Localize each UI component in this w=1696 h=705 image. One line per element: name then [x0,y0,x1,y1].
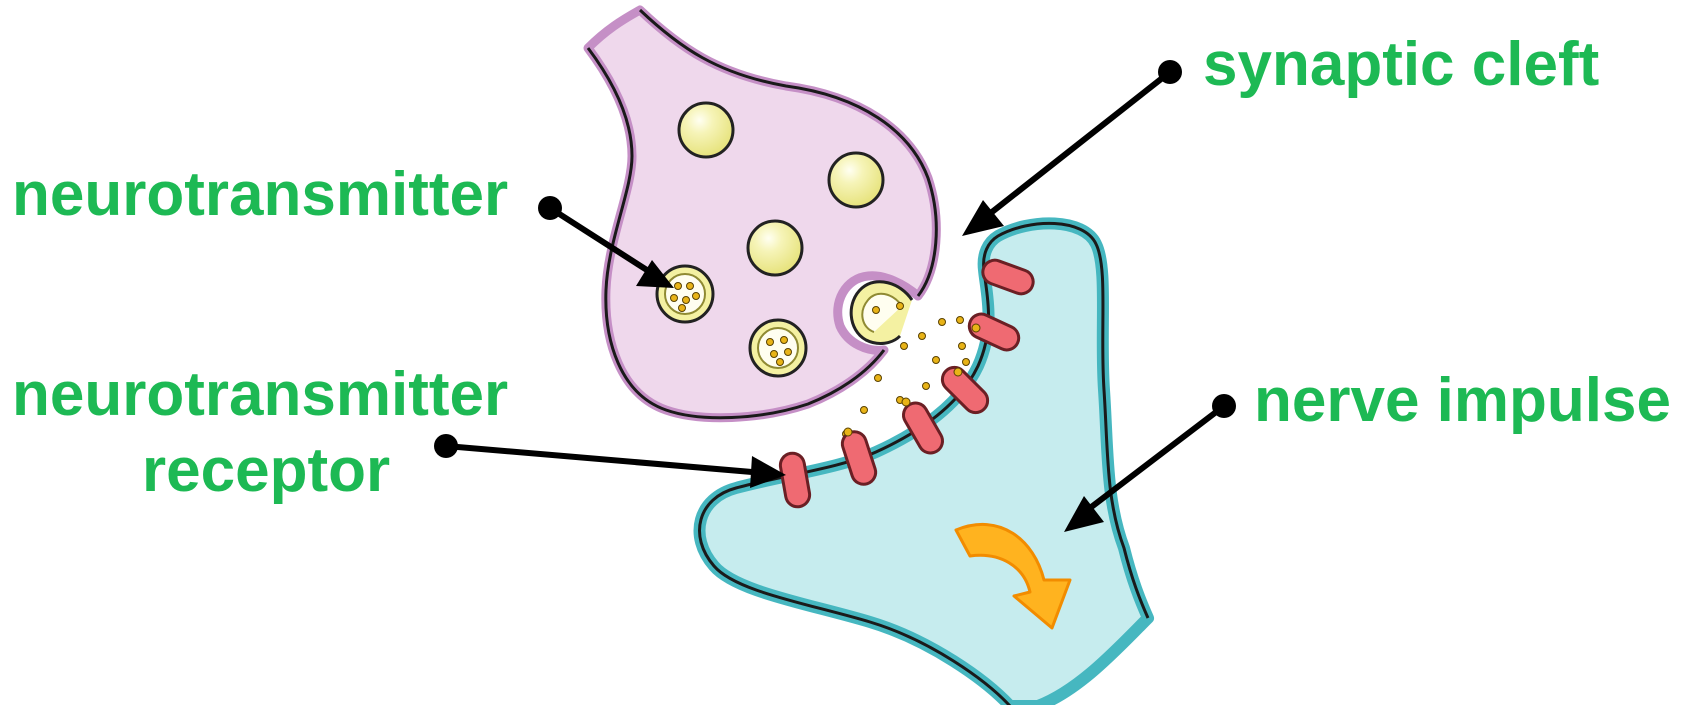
vesicle [679,103,733,157]
label-nerve-impulse: nerve impulse [1254,370,1671,432]
transmitter-vesicle [750,320,806,376]
transmitter-vesicle [657,266,713,322]
fusing-vesicle [851,282,912,344]
label-receptor-line1: neurotransmitter [12,364,508,426]
label-receptor-line2: receptor [142,440,390,502]
pointer-synaptic-cleft [962,60,1182,236]
vesicle [829,153,883,207]
label-neurotransmitter: neurotransmitter [12,164,508,226]
pointer-receptor [434,434,786,488]
vesicle [748,221,802,275]
label-synaptic-cleft: synaptic cleft [1203,34,1599,96]
